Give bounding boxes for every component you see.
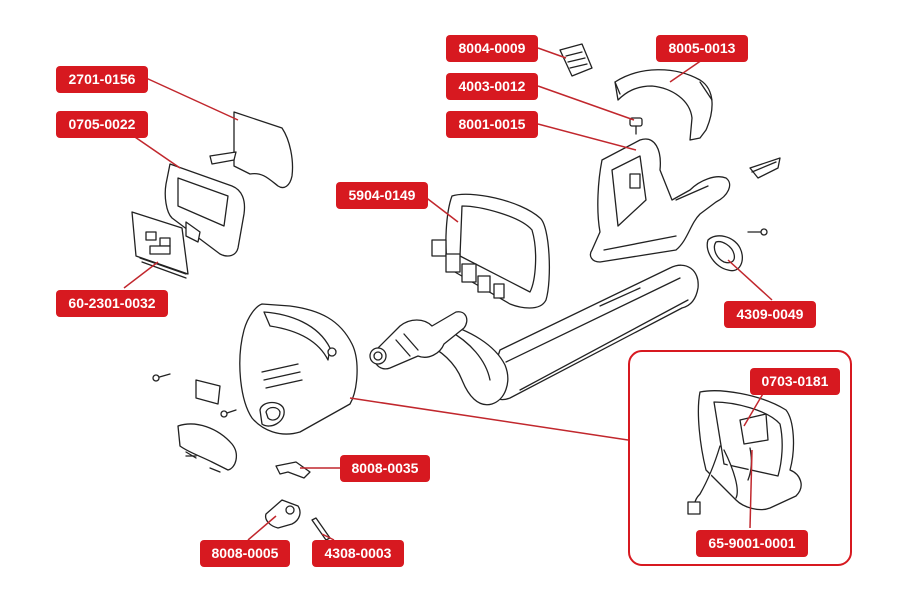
detail-inset-frame <box>628 350 852 566</box>
part-label-4309-0049[interactable]: 4309-0049 <box>724 301 816 328</box>
lower-cover <box>177 423 238 473</box>
part-label-8004-0009[interactable]: 8004-0009 <box>446 35 538 62</box>
detail-housing <box>687 390 802 515</box>
decal-plate <box>209 111 294 189</box>
loose-screws <box>152 373 237 418</box>
main-control-box <box>239 303 358 435</box>
part-label-8008-0035[interactable]: 8008-0035 <box>340 455 430 482</box>
decal-sticker <box>195 379 221 405</box>
ring-gasket <box>706 228 768 272</box>
mount-bracket <box>264 499 301 529</box>
part-label-2701-0156[interactable]: 2701-0156 <box>56 66 148 93</box>
arm-cup <box>589 138 731 263</box>
part-label-65-9001-0001[interactable]: 65-9001-0001 <box>696 530 808 557</box>
part-label-8008-0005[interactable]: 8008-0005 <box>200 540 290 567</box>
part-label-5904-0149[interactable]: 5904-0149 <box>336 182 428 209</box>
control-housing <box>431 193 551 309</box>
mount-clip <box>275 461 311 479</box>
small-screw <box>629 117 643 135</box>
part-label-60-2301-0032[interactable]: 60-2301-0032 <box>56 290 168 317</box>
back-cover <box>164 163 246 257</box>
part-label-0703-0181[interactable]: 0703-0181 <box>750 368 840 395</box>
part-label-0705-0022[interactable]: 0705-0022 <box>56 111 148 138</box>
strap-buckle <box>559 43 593 77</box>
circuit-board <box>131 211 189 279</box>
part-label-8005-0013[interactable]: 8005-0013 <box>656 35 748 62</box>
part-label-8001-0015[interactable]: 8001-0015 <box>446 111 538 138</box>
part-label-4003-0012[interactable]: 4003-0012 <box>446 73 538 100</box>
part-label-4308-0003[interactable]: 4308-0003 <box>312 540 404 567</box>
side-clip <box>749 157 781 179</box>
arm-strap <box>614 69 713 141</box>
connector-cable <box>369 311 468 370</box>
